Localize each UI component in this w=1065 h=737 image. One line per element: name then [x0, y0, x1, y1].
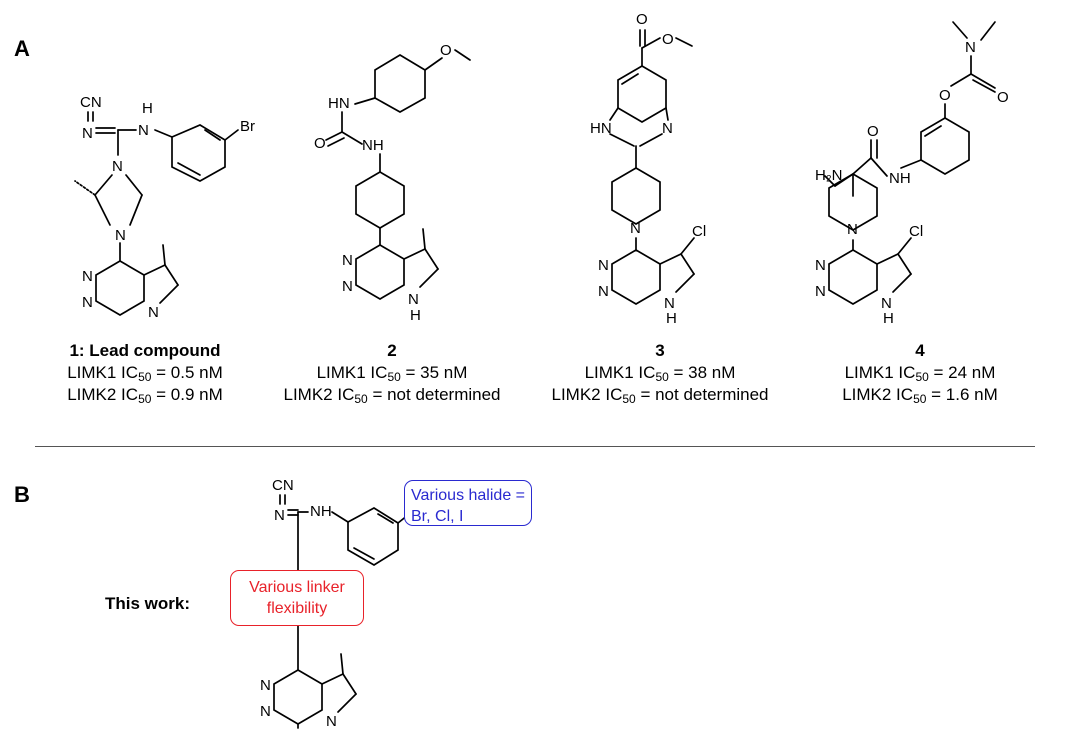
atom-label: Cl: [909, 223, 923, 240]
atom-label: N: [260, 677, 271, 694]
caption-compound-1: 1: Lead compound LIMK1 IC50 = 0.5 nM LIM…: [40, 340, 250, 406]
atom-label: O: [997, 89, 1009, 106]
callout-text: Br, Cl, I: [411, 508, 464, 525]
atom-label: CN: [272, 477, 294, 494]
compound-number: 3: [655, 341, 665, 360]
caption-compound-2: 2 LIMK1 IC50 = 35 nM LIMK2 IC50 = not de…: [262, 340, 522, 406]
atom-label: O: [440, 42, 452, 59]
caption-compound-4: 4 LIMK1 IC50 = 24 nM LIMK2 IC50 = 1.6 nM: [820, 340, 1020, 406]
halide-callout: Various halide = Br, Cl, I: [404, 480, 532, 526]
atom-label: N: [342, 252, 353, 269]
atom-label: H: [883, 310, 894, 326]
atom-label: N: [815, 257, 826, 274]
atom-label: N: [138, 122, 149, 139]
atom-label: Cl: [692, 223, 706, 240]
atom-label: N: [342, 278, 353, 295]
atom-label: N: [664, 295, 675, 312]
this-work-label: This work:: [105, 594, 191, 613]
ic50-limk1: LIMK1 IC50 = 24 nM: [844, 363, 996, 384]
panel-label-a: A: [14, 36, 30, 61]
atom-label: N: [630, 220, 641, 237]
atom-label: N: [662, 120, 673, 137]
callout-text: Various linker: [249, 579, 345, 596]
compound-number: 4: [915, 341, 925, 360]
atom-label: NH: [362, 137, 384, 154]
atom-label: N: [115, 227, 126, 244]
ic50-limk1: LIMK1 IC50 = 38 nM: [584, 363, 736, 384]
atom-label: N: [408, 291, 419, 308]
panel-label-b: B: [14, 482, 30, 507]
atom-label: NH: [310, 503, 332, 520]
atom-label: N: [965, 39, 976, 56]
atom-label: N: [326, 713, 337, 730]
structure-compound-3: O O HN N N Cl N N N H: [590, 11, 706, 326]
atom-label: N: [815, 283, 826, 300]
atom-label: HN: [590, 120, 612, 137]
ic50-limk2: LIMK2 IC50 = 0.9 nM: [67, 385, 223, 406]
structure-compound-4: N O O NH O H₂N N Cl N N N H: [815, 21, 1009, 326]
atom-label: O: [314, 135, 326, 152]
compound-number: 2: [387, 341, 397, 360]
atom-label: H: [410, 307, 421, 324]
atom-label: H: [142, 100, 153, 117]
atom-label: N: [82, 268, 93, 285]
atom-label: CN: [80, 94, 102, 111]
atom-label: N: [881, 295, 892, 312]
compound-number: 1: Lead compound: [69, 341, 221, 360]
panel-divider: [35, 446, 1035, 447]
linker-flexibility-callout: Various linker flexibility: [230, 570, 364, 626]
atom-label: N: [274, 507, 285, 524]
ic50-limk1: LIMK1 IC50 = 35 nM: [316, 363, 468, 384]
ic50-limk2: LIMK2 IC50 = 1.6 nM: [842, 385, 998, 406]
atom-label: H: [666, 310, 677, 326]
structure-compound-1: CN N H N Br N N N N N: [74, 94, 255, 321]
caption-compound-3: 3 LIMK1 IC50 = 38 nM LIMK2 IC50 = not de…: [530, 340, 790, 406]
atom-label: O: [939, 87, 951, 104]
atom-label: O: [867, 123, 879, 140]
atom-label: N: [82, 125, 93, 142]
atom-label: N: [148, 304, 159, 321]
atom-label: N: [112, 158, 123, 175]
atom-label: N: [598, 257, 609, 274]
atom-label: O: [636, 11, 648, 28]
structure-compound-2: O HN O NH N N N H: [314, 42, 471, 324]
atom-label: NH: [889, 170, 911, 187]
atom-label: O: [662, 31, 674, 48]
atom-label: H₂N: [815, 167, 843, 184]
ic50-limk1: LIMK1 IC50 = 0.5 nM: [67, 363, 223, 384]
atom-label: Br: [240, 118, 255, 135]
callout-text: Various halide =: [411, 487, 525, 504]
ic50-limk2: LIMK2 IC50 = not determined: [551, 385, 769, 406]
atom-label: N: [598, 283, 609, 300]
atom-label: N: [847, 221, 858, 238]
atom-label: HN: [328, 95, 350, 112]
atom-label: N: [260, 703, 271, 720]
ic50-limk2: LIMK2 IC50 = not determined: [283, 385, 501, 406]
atom-label: N: [82, 294, 93, 311]
callout-text: flexibility: [266, 600, 328, 617]
